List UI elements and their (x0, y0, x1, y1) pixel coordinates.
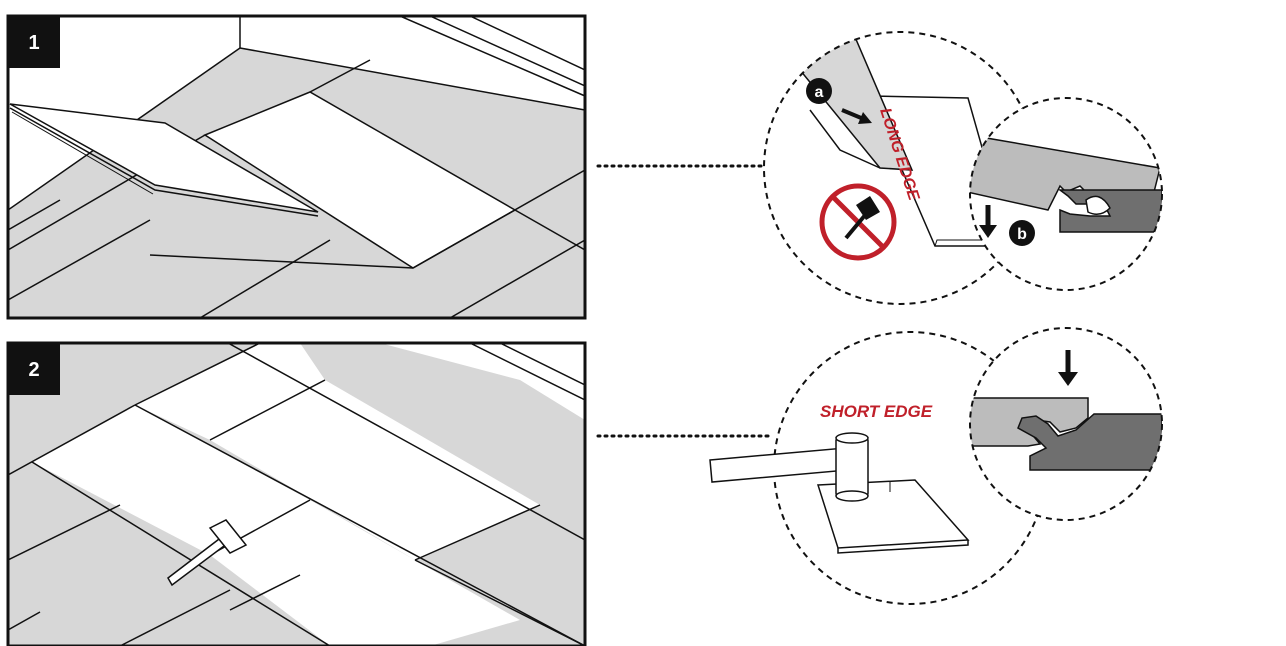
step-1-callout: a LONG EDGE b (596, 31, 1163, 305)
step-2-panel: 2 (6, 341, 587, 646)
step-2-callout: SHORT EDGE (596, 327, 1163, 605)
mallet-icon (167, 519, 248, 587)
step-1-number: 1 (28, 32, 39, 54)
step-a-label: a (815, 84, 824, 101)
step-number-badge (8, 343, 60, 395)
step-1-panel: 1 (6, 14, 587, 320)
step-b-label: b (1017, 226, 1027, 243)
short-edge-label: SHORT EDGE (820, 402, 933, 421)
rubber-mallet-icon (709, 432, 869, 502)
step-a-badge (806, 78, 832, 104)
step-number-badge (8, 16, 60, 68)
no-hammer-icon (819, 183, 897, 261)
step-2-number: 2 (28, 359, 39, 381)
step-b-badge (1009, 220, 1035, 246)
